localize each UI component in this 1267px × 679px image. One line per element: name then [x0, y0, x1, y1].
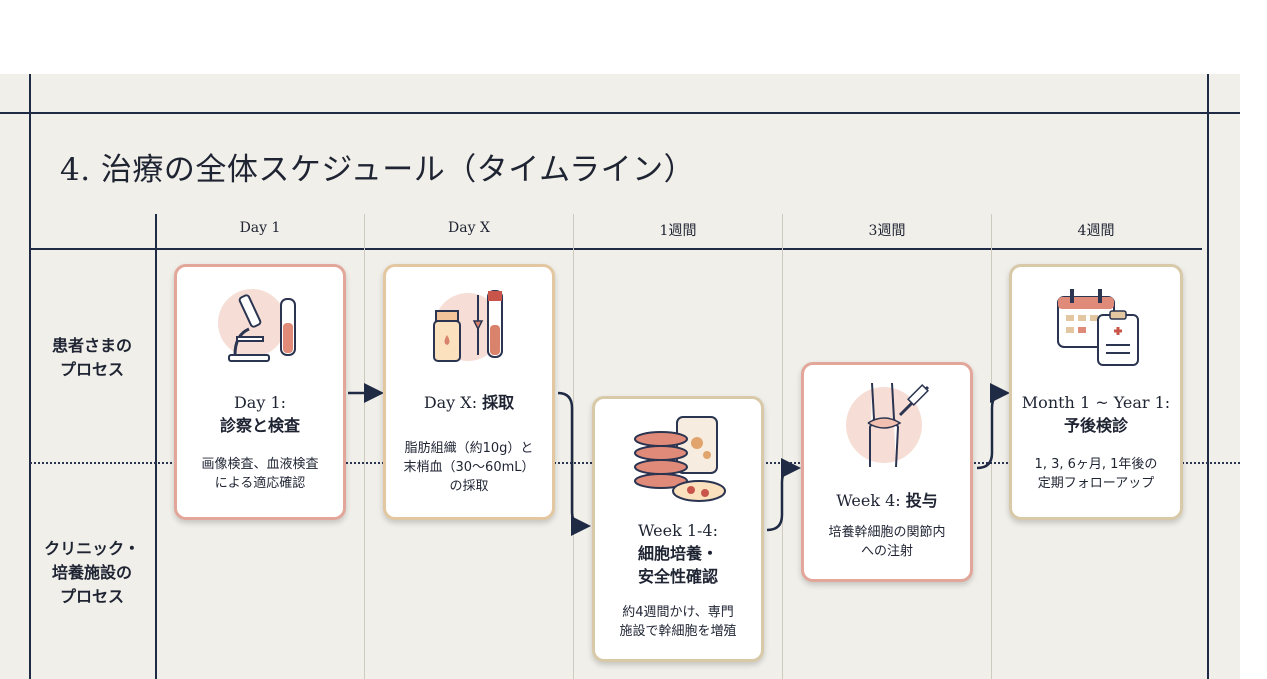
- row-label-patient: 患者さまの プロセス: [36, 334, 148, 382]
- step-desc-line: 脂肪組織（約10g）と: [404, 441, 534, 456]
- header-divider: [30, 248, 1202, 250]
- step-title: Month 1 ~ Year 1: 予後検診: [1012, 391, 1180, 437]
- row-label-line: クリニック・: [44, 539, 140, 558]
- step-desc-line: 1, 3, 6ヶ月, 1年後の: [1034, 457, 1158, 472]
- step-title: Week 1-4: 細胞培養・ 安全性確認: [595, 519, 761, 588]
- step-desc-line: 定期フォローアップ: [1037, 476, 1155, 491]
- step-title-en: Day X:: [423, 393, 483, 412]
- frame-left-line: [29, 74, 31, 679]
- column-divider: [573, 214, 574, 679]
- step-desc-line: 約4週間かけ、専門: [622, 605, 734, 620]
- step-title-ja: 投与: [905, 491, 938, 510]
- column-header-dayx: Day X: [448, 220, 490, 236]
- step-desc-line: の採取: [449, 479, 489, 494]
- petri-dish-icon: [633, 413, 729, 509]
- step-desc-line: 画像検査、血液検査: [201, 457, 319, 472]
- row-label-line: 培養施設の: [51, 563, 132, 582]
- step-description: 約4週間かけ、専門 施設で幹細胞を増殖: [595, 603, 761, 641]
- step-title: Day X: 採取: [386, 391, 552, 414]
- step-title: Week 4: 投与: [804, 489, 970, 512]
- row-label-divider: [155, 214, 157, 679]
- step-description: 脂肪組織（約10g）と 末梢血（30〜60mL） の採取: [386, 439, 552, 496]
- column-divider: [991, 214, 992, 679]
- row-label-line: プロセス: [59, 360, 124, 379]
- step-title-en: Month 1 ~ Year 1:: [1021, 393, 1171, 412]
- row-label-clinic: クリニック・ 培養施設の プロセス: [32, 537, 152, 609]
- knee-injection-icon: [844, 379, 936, 475]
- step-card-injection: Week 4: 投与 培養幹細胞の関節内 への注射: [801, 362, 973, 582]
- step-desc-line: 施設で幹細胞を増殖: [619, 624, 737, 639]
- step-description: 培養幹細胞の関節内 への注射: [804, 523, 970, 561]
- column-divider: [782, 214, 783, 679]
- step-description: 画像検査、血液検査 による適応確認: [177, 455, 343, 493]
- column-header-day1: Day 1: [239, 220, 281, 236]
- step-title-ja2: 安全性確認: [637, 567, 718, 586]
- step-card-culture: Week 1-4: 細胞培養・ 安全性確認 約4週間かけ、専門 施設で幹細胞を増…: [592, 396, 764, 662]
- frame-top-line: [0, 112, 1240, 114]
- vial-syringe-icon: [430, 285, 520, 375]
- step-title-en: Day 1:: [233, 393, 287, 412]
- step-card-day1: Day 1: 診察と検査 画像検査、血液検査 による適応確認: [174, 264, 346, 520]
- column-header-week3: 3週間: [868, 223, 906, 239]
- step-card-dayx: Day X: 採取 脂肪組織（約10g）と 末梢血（30〜60mL） の採取: [383, 264, 555, 520]
- step-desc-line: 培養幹細胞の関節内: [828, 525, 946, 540]
- row-label-line: プロセス: [59, 587, 124, 606]
- step-desc-line: への注射: [860, 544, 913, 559]
- step-description: 1, 3, 6ヶ月, 1年後の 定期フォローアップ: [1012, 455, 1180, 493]
- step-desc-line: による適応確認: [214, 476, 306, 491]
- row-label-line: 患者さまの: [51, 336, 132, 355]
- column-divider: [364, 214, 365, 679]
- calendar-clipboard-icon: [1056, 285, 1146, 373]
- step-title-en: Week 1-4:: [637, 521, 718, 540]
- step-card-followup: Month 1 ~ Year 1: 予後検診 1, 3, 6ヶ月, 1年後の 定…: [1009, 264, 1183, 520]
- step-desc-line: 末梢血（30〜60mL）: [403, 460, 535, 475]
- column-header-week1: 1週間: [659, 223, 697, 239]
- page-title: 4. 治療の全体スケジュール（タイムライン）: [60, 152, 696, 188]
- step-title: Day 1: 診察と検査: [177, 391, 343, 437]
- step-title-ja: 細胞培養・: [637, 544, 718, 563]
- frame-right-line: [1207, 74, 1209, 679]
- column-header-week4: 4週間: [1077, 223, 1115, 239]
- step-title-en: Week 4:: [836, 491, 906, 510]
- step-title-ja: 採取: [482, 393, 515, 412]
- microscope-icon: [217, 285, 307, 369]
- step-title-ja: 診察と検査: [219, 416, 300, 435]
- step-title-ja: 予後検診: [1063, 416, 1128, 435]
